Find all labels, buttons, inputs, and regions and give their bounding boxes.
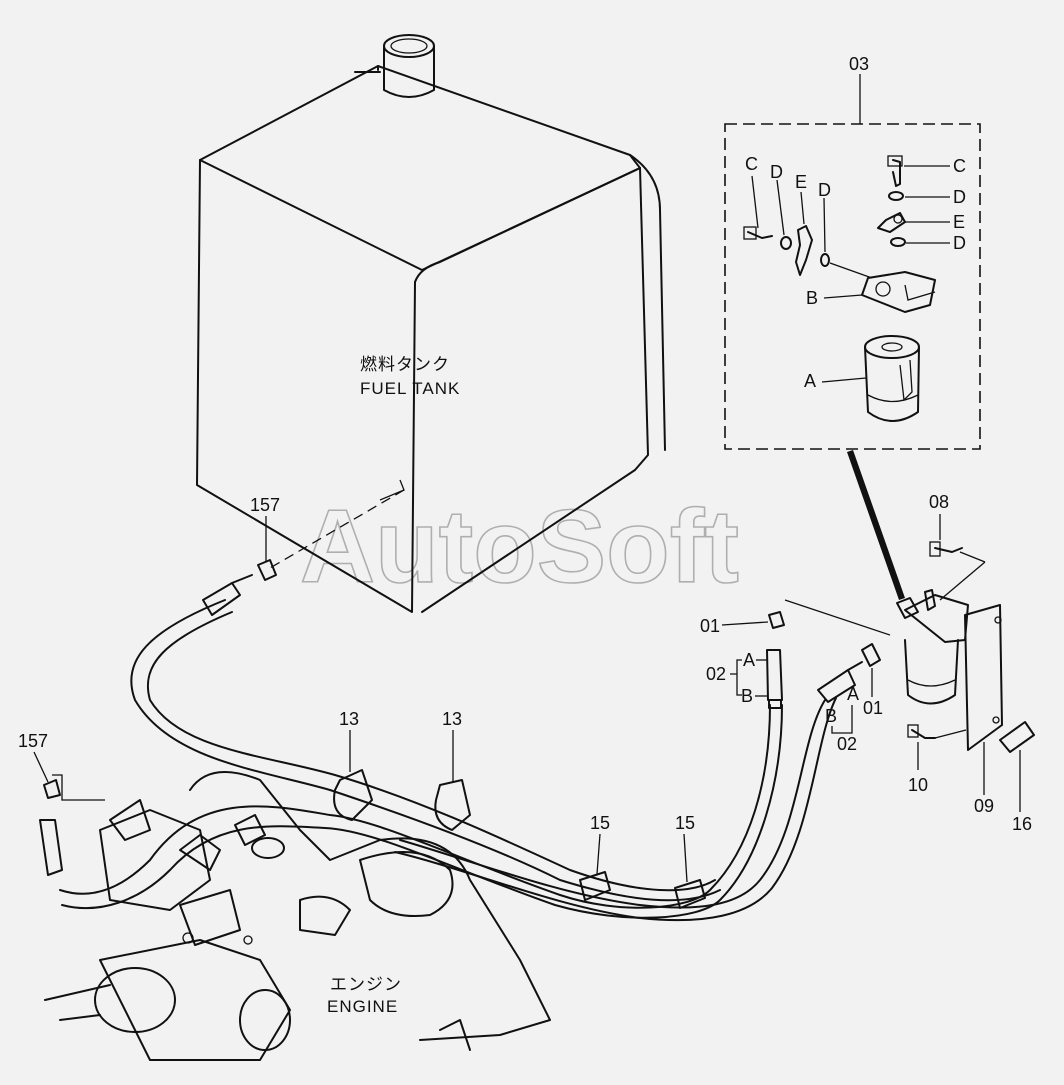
inset-callout-d-right2: D (953, 233, 966, 253)
inset-callout-d-left1: D (770, 162, 783, 182)
callout-02-left-a: A (743, 650, 755, 670)
inset-callout-e-left: E (795, 172, 807, 192)
engine-label-en: ENGINE (327, 997, 398, 1016)
fuel-tank: 燃料タンク FUEL TANK (196, 34, 666, 613)
inset-callout-d-right1: D (953, 187, 966, 207)
fuel-hoses (39, 559, 891, 922)
inset-callout-e-right: E (953, 212, 965, 232)
inset-callout-c-left: C (745, 154, 758, 174)
callout-15-b: 15 (675, 813, 695, 833)
hose-clamps (333, 769, 706, 909)
callout-02-right: 02 (837, 734, 857, 754)
inset-callout-c-right: C (953, 156, 966, 176)
fuel-filter-assembly (896, 541, 1035, 753)
callout-01-right: 01 (863, 698, 883, 718)
callout-157-top: 157 (250, 495, 280, 515)
fuel-tank-label-jp: 燃料タンク (360, 355, 450, 374)
callout-16: 16 (1012, 814, 1032, 834)
inset-number: 03 (849, 54, 869, 74)
engine: エンジン ENGINE (44, 771, 551, 1061)
inset-callout-b: B (806, 288, 818, 308)
callout-157-left: 157 (18, 731, 48, 751)
callout-15-a: 15 (590, 813, 610, 833)
inset-callout-d-left2: D (818, 180, 831, 200)
callout-02-left-b: B (741, 686, 753, 706)
callout-08: 08 (929, 492, 949, 512)
callout-02-left: 02 (706, 664, 726, 684)
callout-02-right-a: A (847, 684, 859, 704)
inset-pointer (847, 450, 905, 600)
fuel-tank-label-en: FUEL TANK (360, 379, 460, 398)
callout-02-right-b: B (825, 706, 837, 726)
callouts: 157 157 13 13 15 15 01 02 A B A B 02 01 … (18, 492, 1032, 883)
callout-13-a: 13 (339, 709, 359, 729)
callout-10: 10 (908, 775, 928, 795)
inset-callout-a: A (804, 371, 816, 391)
callout-01-left: 01 (700, 616, 720, 636)
filter-inset: 03 A B C (724, 54, 981, 450)
callout-09: 09 (974, 796, 994, 816)
engine-label-jp: エンジン (330, 975, 402, 994)
callout-13-b: 13 (442, 709, 462, 729)
